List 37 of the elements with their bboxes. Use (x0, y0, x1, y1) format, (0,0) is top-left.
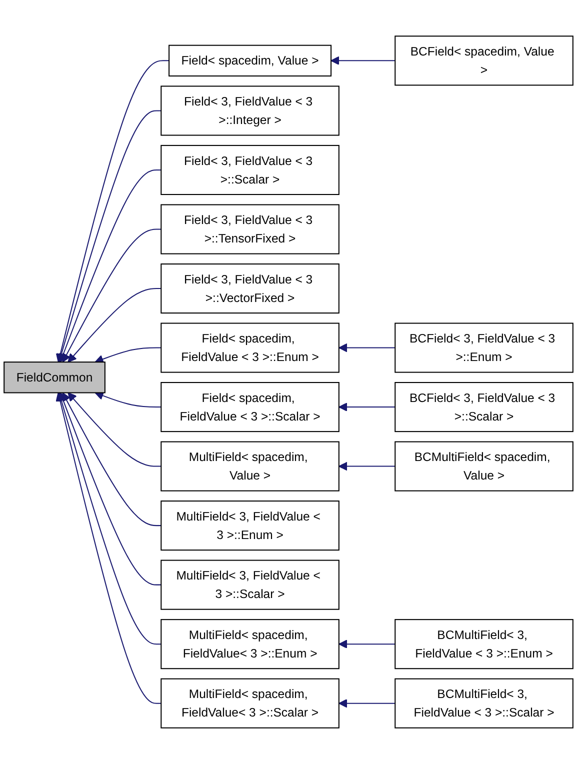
arrow (58, 169, 162, 362)
arrow (338, 343, 396, 352)
arrow (56, 60, 170, 362)
class-box: Field< 3, FieldValue < 3 >::VectorFixed > (160, 263, 340, 314)
arrow (338, 698, 396, 708)
class-box: MultiField< spacedim, FieldValue< 3 >::Scalar > (160, 678, 340, 728)
arrow (68, 392, 162, 467)
class-box: MultiField< 3, FieldValue < 3 >::Scalar > (160, 560, 340, 610)
arrow (62, 228, 162, 362)
arrow (338, 462, 396, 471)
class-box: BCMultiField< spacedim, Value > (394, 441, 574, 492)
class-box: MultiField< spacedim, Value > (160, 441, 340, 492)
class-box: Field< spacedim, FieldValue < 3 >::Enum > (160, 322, 340, 373)
class-box: MultiField< 3, FieldValue < 3 >::Enum > (160, 500, 340, 551)
class-box: BCMultiField< 3, FieldValue < 3 >::Scalar > (394, 678, 574, 728)
class-box: BCField< 3, FieldValue < 3 >::Enum > (394, 322, 574, 373)
class-box: MultiField< spacedim, FieldValue< 3 >::Enum > (160, 619, 340, 670)
arrow (94, 347, 162, 364)
arrow (57, 392, 162, 645)
arrow (338, 402, 396, 412)
arrow (338, 640, 396, 649)
class-box: Field< spacedim, Value > (168, 44, 332, 76)
class-box: BCMultiField< 3, FieldValue < 3 >::Enum > (394, 619, 574, 670)
arrow (58, 392, 162, 586)
class-box: BCField< spacedim, Value > (394, 36, 574, 86)
arrow (94, 391, 162, 408)
arrow (56, 392, 162, 704)
class-box: Field< 3, FieldValue < 3 >::TensorFixed > (160, 204, 340, 254)
arrow (57, 110, 162, 362)
class-box: Field< spacedim, FieldValue < 3 >::Scalar > (160, 382, 340, 432)
class-box: BCField< 3, FieldValue < 3 >::Scalar > (394, 382, 574, 432)
class-box: Field< 3, FieldValue < 3 >::Scalar > (160, 144, 340, 196)
arrow (68, 288, 162, 362)
arrow (330, 56, 396, 66)
class-box: Field< 3, FieldValue < 3 >::Integer > (160, 86, 340, 136)
arrow (62, 392, 162, 526)
class-box: FieldCommon (4, 362, 106, 394)
